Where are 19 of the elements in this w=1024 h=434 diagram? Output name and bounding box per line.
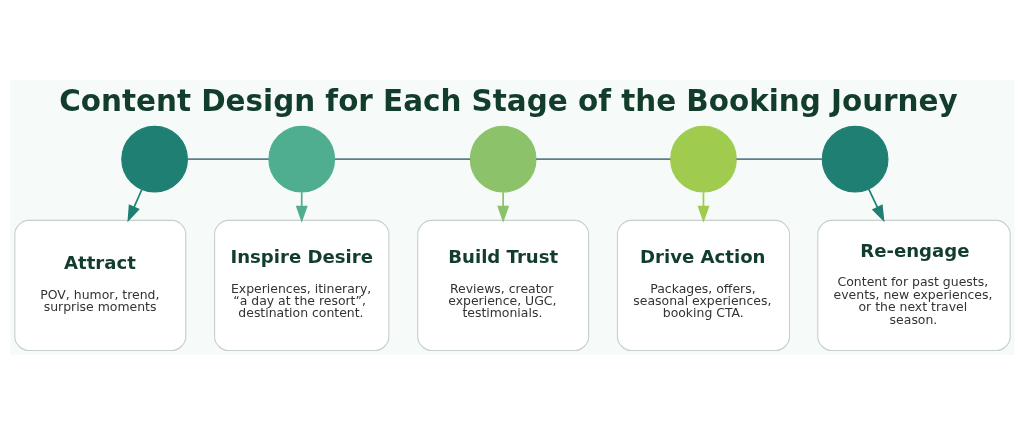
arrow: [126, 188, 143, 222]
node-circle: [267, 125, 335, 193]
arrow: [496, 190, 509, 223]
node-box: Build Trust Reviews, creator experience, UGC, testimonials.: [416, 219, 589, 351]
node-box: Attract POV, humor, trend, surprise moments: [13, 219, 186, 351]
connector: [333, 157, 471, 160]
node-box: Re-engage Content for past guests, events, new experiences, or the next travel season.: [816, 219, 1011, 351]
arrow: [295, 190, 308, 223]
node-box: Inspire Desire Experiences, itinerary, “a day at the resort”, destination content.: [213, 219, 389, 351]
node-circle: [669, 125, 737, 193]
node-circle: [469, 125, 537, 193]
connector: [735, 157, 823, 160]
node-circle: [821, 125, 888, 193]
connector: [186, 157, 270, 160]
connector: [534, 157, 671, 160]
node-circle: [120, 125, 188, 193]
arrow: [867, 187, 884, 222]
diagram-title: Content Design for Each Stage of the Booking Journey: [58, 83, 958, 118]
node-box: Drive Action Packages, offers, seasonal experiences, booking CTA.: [616, 219, 790, 351]
